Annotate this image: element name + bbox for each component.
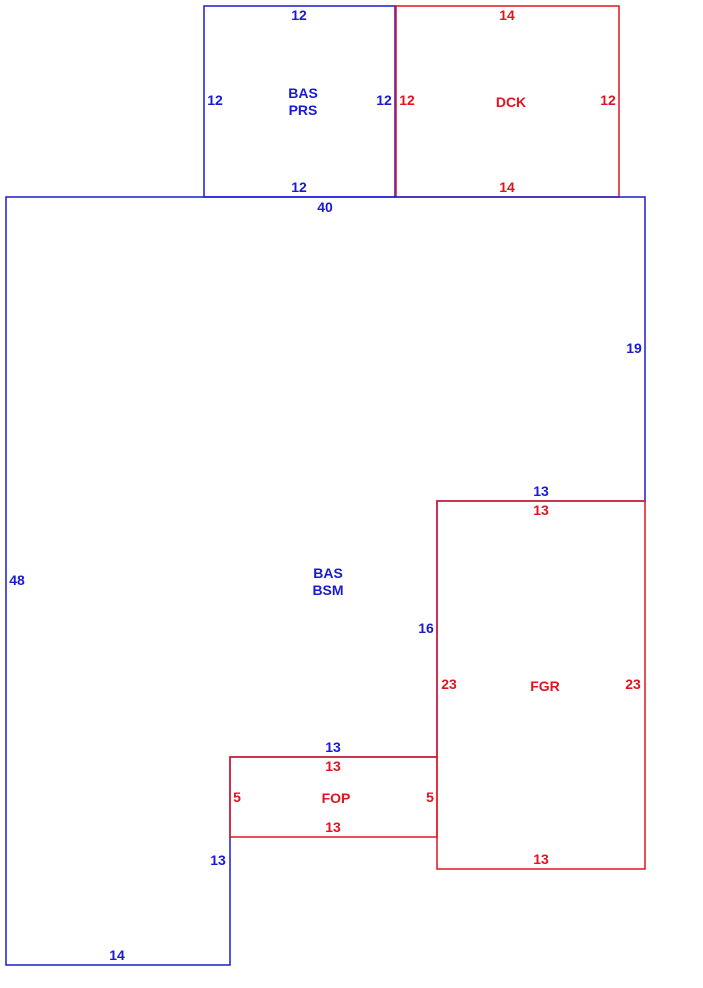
bas-bsm-dim-bottom: 14	[109, 947, 125, 963]
fgr-dim-top: 13	[533, 502, 549, 518]
fop-code: FOP	[322, 790, 351, 806]
fgr-code: FGR	[530, 678, 560, 694]
fop-dim-left: 5	[233, 789, 241, 805]
dck-code: DCK	[496, 94, 526, 110]
fgr-dim-left: 23	[441, 676, 457, 692]
bas-prs-dim-bottom: 12	[291, 179, 307, 195]
fgr-outline	[436, 500, 646, 870]
fop-dim-bottom: 13	[325, 819, 341, 835]
bas-bsm-dim-right: 19	[626, 340, 642, 356]
dck-dim-bottom: 14	[499, 179, 515, 195]
bas-bsm-dim-step-left: 13	[210, 852, 226, 868]
bas-prs-dim-top: 12	[291, 7, 307, 23]
bas-bsm-outline	[5, 196, 646, 966]
dck-dim-top: 14	[499, 7, 515, 23]
bas-bsm-dim-notch-left: 16	[418, 620, 434, 636]
fop-dim-right: 5	[426, 789, 434, 805]
fop-outline	[229, 756, 438, 838]
bas-prs-code-2: PRS	[289, 102, 318, 118]
dck-dim-left: 12	[399, 92, 415, 108]
bas-prs-dim-left: 12	[207, 92, 223, 108]
bas-bsm-dim-top: 40	[317, 199, 333, 215]
bas-prs-dim-right: 12	[376, 92, 392, 108]
bas-bsm-dim-notch-top: 13	[533, 483, 549, 499]
bas-bsm-dim-step-top: 13	[325, 739, 341, 755]
fop-dim-top: 13	[325, 758, 341, 774]
bas-prs-code-1: BAS	[288, 85, 318, 101]
bas-bsm-code-1: BAS	[313, 565, 343, 581]
fgr-dim-bottom: 13	[533, 851, 549, 867]
bas-bsm-code-2: BSM	[312, 582, 343, 598]
fgr-dim-right: 23	[625, 676, 641, 692]
dck-dim-right: 12	[600, 92, 616, 108]
bas-bsm-dim-left: 48	[9, 572, 25, 588]
